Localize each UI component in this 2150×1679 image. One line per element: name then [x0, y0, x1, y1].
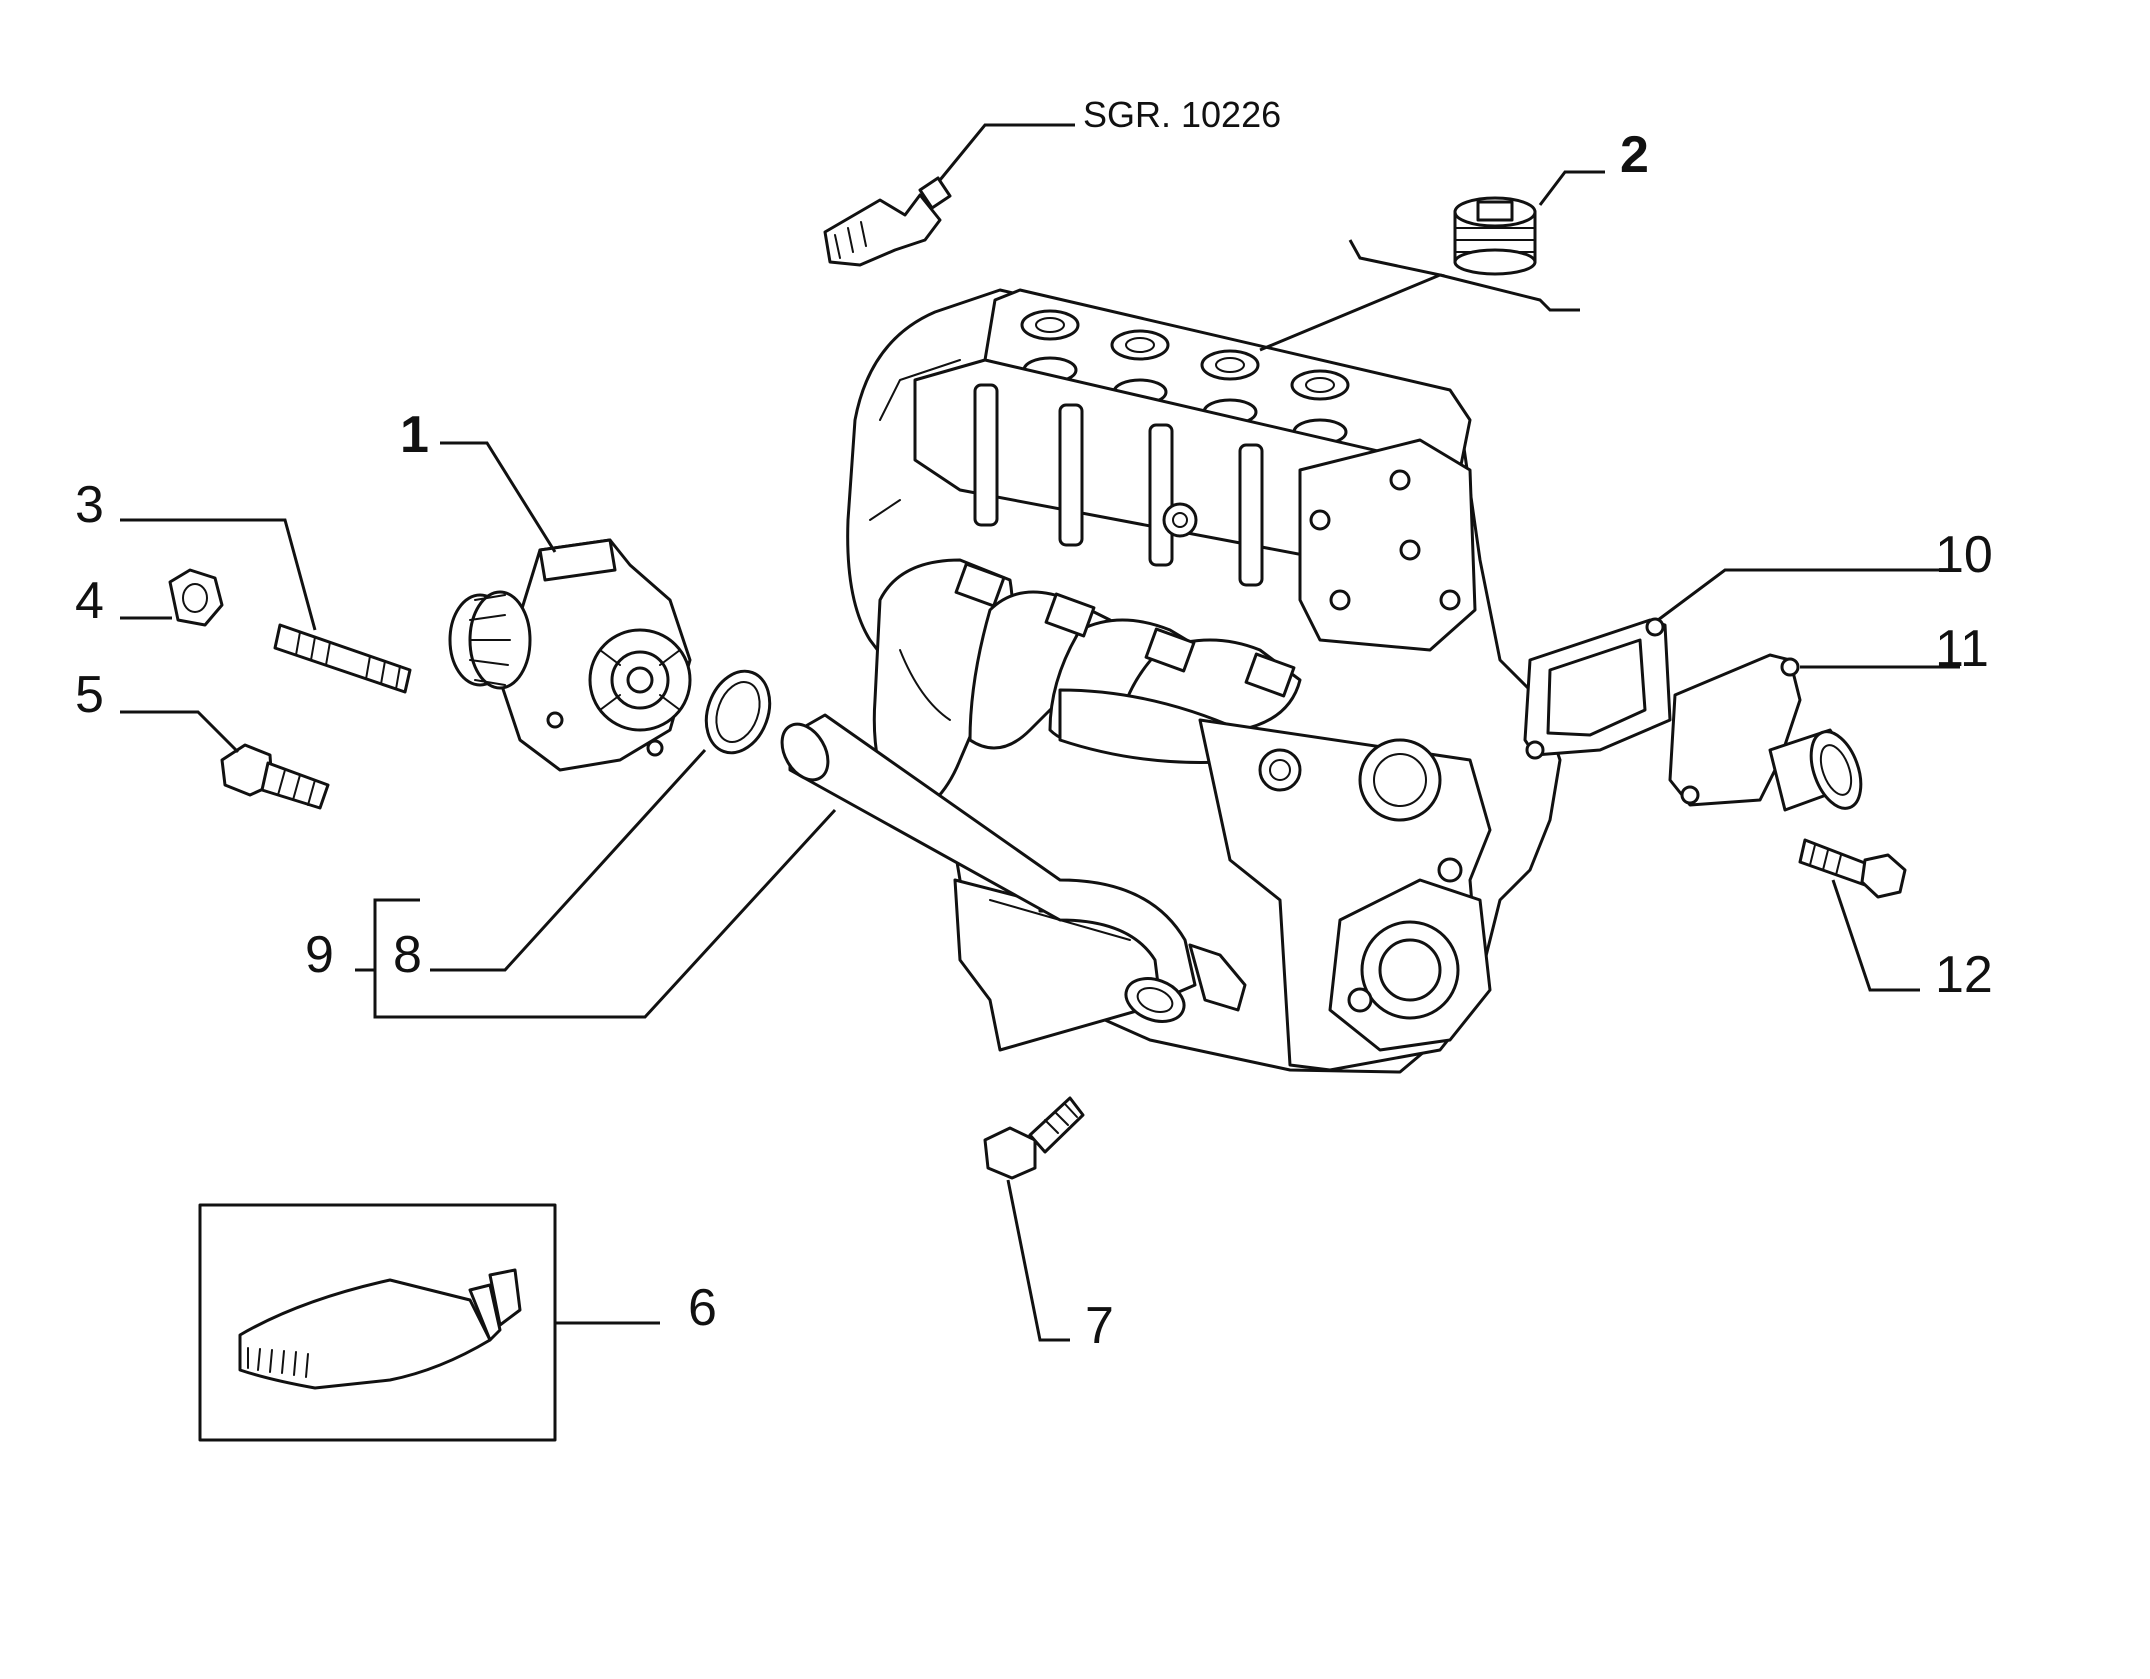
- leader-9: [373, 808, 837, 1019]
- part-4-nut: [120, 568, 224, 627]
- callout-8: 8: [393, 926, 422, 984]
- callout-12: 12: [1935, 946, 1993, 1004]
- callout-5: 5: [75, 666, 104, 724]
- callout-2: 2: [1620, 126, 1649, 184]
- callout-1: 1: [400, 406, 429, 464]
- callout-3: 3: [75, 476, 104, 534]
- part-11-thermostat-housing: [1668, 653, 1960, 812]
- part-10-gasket: [1523, 568, 1960, 760]
- callout-11: 11: [1935, 620, 1989, 678]
- part-5-bolt: [120, 710, 330, 810]
- reference-label: SGR. 10226: [1083, 94, 1281, 135]
- callout-9: 9: [305, 926, 334, 984]
- part-6-sealant-tube: [198, 1203, 660, 1442]
- part-3-stud: [120, 518, 412, 694]
- part-2-threaded-plug: [1259, 170, 1605, 352]
- callout-4: 4: [75, 572, 104, 630]
- part-12-bolt: [1798, 838, 1920, 992]
- part-8-o-ring: [430, 669, 772, 972]
- part-7-bolt: [983, 1096, 1085, 1342]
- part-1-water-pump: [440, 441, 692, 772]
- callout-7: 7: [1085, 1297, 1114, 1355]
- coolant-pipe: [780, 713, 1247, 1023]
- callout-10: 10: [1935, 526, 1993, 584]
- temperature-sensor: [823, 123, 1075, 267]
- callout-6: 6: [688, 1279, 717, 1337]
